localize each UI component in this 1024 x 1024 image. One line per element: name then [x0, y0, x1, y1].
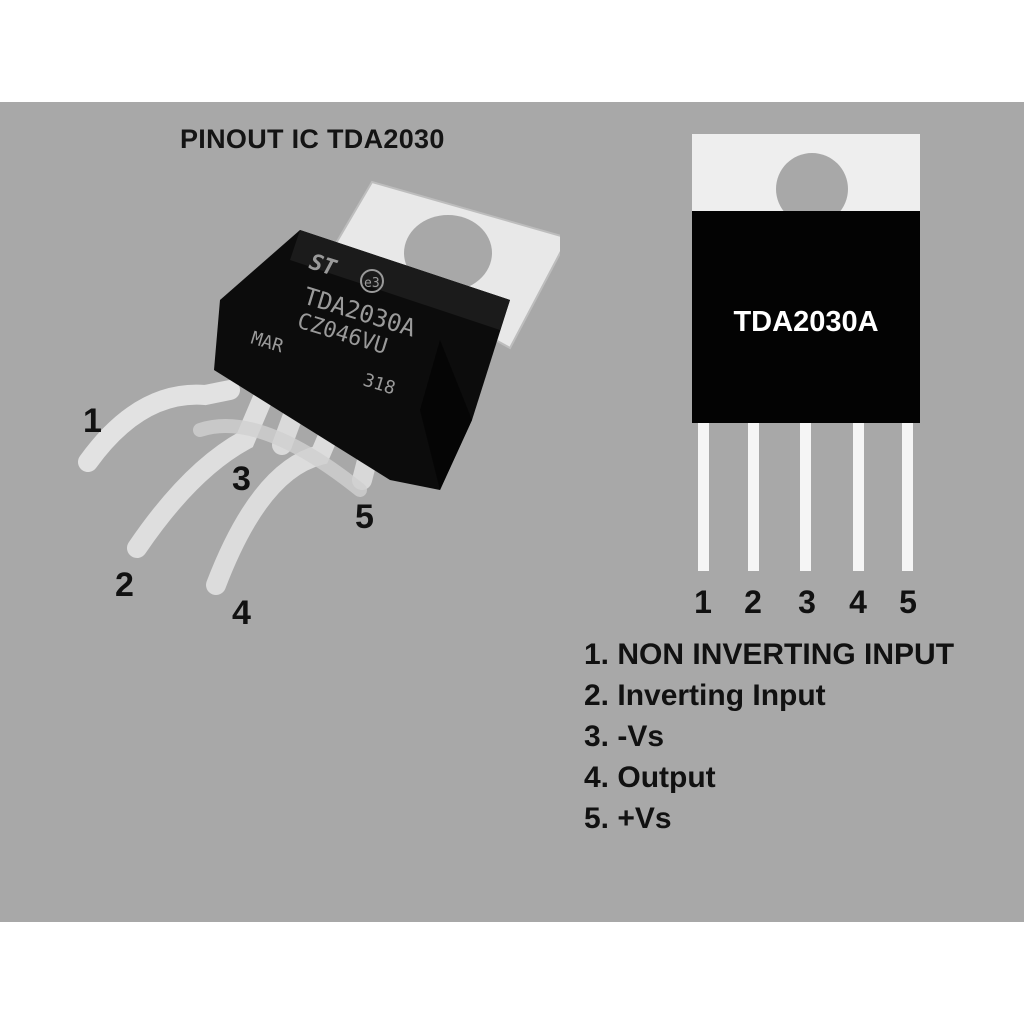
ic-photo-lead-1 — [78, 380, 240, 472]
page-title: PINOUT IC TDA2030 — [180, 124, 445, 154]
schematic-pin-number-1: 1 — [694, 584, 712, 620]
photo-pin-label-4: 4 — [232, 594, 251, 632]
legend-item-pin-2: 2. Inverting Input — [584, 679, 826, 712]
ic-photo: ST e3 TDA2030A CZ046VU MAR 318 — [78, 180, 560, 595]
photo-pin-label-1: 1 — [83, 402, 102, 440]
ic-photo-e3-mark — [360, 269, 384, 293]
photo-pin-label-5: 5 — [355, 498, 374, 536]
schematic-lead-3 — [800, 423, 811, 571]
schematic-lead-4 — [853, 423, 864, 571]
ic-photo-e3-text: e3 — [364, 276, 380, 291]
ic-photo-body-top — [290, 230, 510, 330]
photo-pin-label-2: 2 — [115, 566, 134, 604]
ic-photo-body-side — [420, 340, 472, 490]
schematic-pin-number-3: 3 — [798, 584, 816, 620]
schematic-lead-1 — [698, 423, 709, 571]
photo-pin-label-3: 3 — [232, 460, 251, 498]
legend-item-pin-4: 4. Output — [584, 761, 716, 794]
legend-item-pin-3: 3. -Vs — [584, 720, 665, 753]
legend-item-pin-1: 1. NON INVERTING INPUT — [584, 638, 955, 671]
schematic-chip-label: TDA2030A — [733, 306, 879, 338]
schematic-lead-2 — [748, 423, 759, 571]
ic-photo-lead-2 — [127, 390, 272, 558]
schematic-pin-number-5: 5 — [899, 584, 917, 620]
legend-item-pin-5: 5. +Vs — [584, 802, 672, 835]
schematic-pin-number-4: 4 — [849, 584, 867, 620]
schematic-ic-body — [692, 211, 920, 423]
ic-photo-lead-bend — [193, 419, 367, 497]
pin-function-legend: 1. NON INVERTING INPUT 2. Inverting Inpu… — [584, 634, 954, 839]
schematic-lead-5 — [902, 423, 913, 571]
ic-photo-leads — [78, 380, 385, 595]
schematic-pin-number-2: 2 — [744, 584, 762, 620]
